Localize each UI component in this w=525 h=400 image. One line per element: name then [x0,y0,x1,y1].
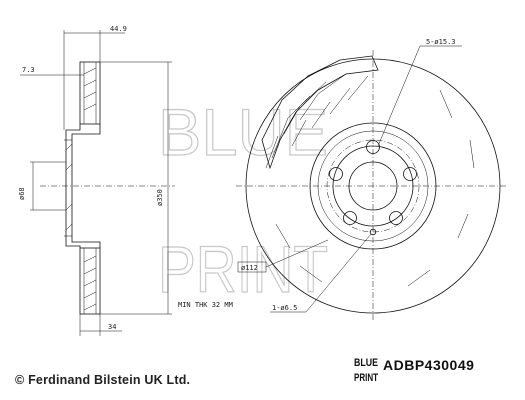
front-view: 5-ø15.3 ø112 1-ø6.5 [236,38,508,322]
logo-line-1: BLUE [354,357,378,369]
vent-cutaway [261,55,379,170]
bolt-holes [329,140,417,225]
dim-overall-width: 44.9 [110,25,127,33]
watermark: BLUE PRINT [157,94,328,306]
rotor-ring-upper [79,61,101,125]
copyright-notice: © Ferdinand Bilstein UK Ltd. [15,373,191,387]
dim-bolt-holes: 5-ø15.3 [426,38,456,46]
hat-profile [65,124,81,248]
rotor-ring-lower [79,247,101,315]
watermark-line-1: BLUE [158,95,328,169]
dim-locating-hole: 1-ø6.5 [272,304,297,312]
dim-outer-diameter: ø350 [156,189,164,206]
part-number: ADBP430049 [383,357,475,373]
side-section-view: 44.9 7.3 ø68 ø350 MIN THK 32 MM 34 [18,25,233,336]
blue-print-logo: BLUE PRINT [353,351,379,385]
dim-center-bore: ø68 [18,187,26,200]
dim-pcd: ø112 [241,264,258,272]
dim-thickness: 34 [108,323,116,331]
dim-hat-offset: 7.3 [22,66,35,74]
watermark-line-2: PRINT [158,232,328,306]
logo-line-2: PRINT [354,372,378,384]
dim-min-thickness: MIN THK 32 MM [178,301,233,309]
locating-hole [369,228,377,236]
